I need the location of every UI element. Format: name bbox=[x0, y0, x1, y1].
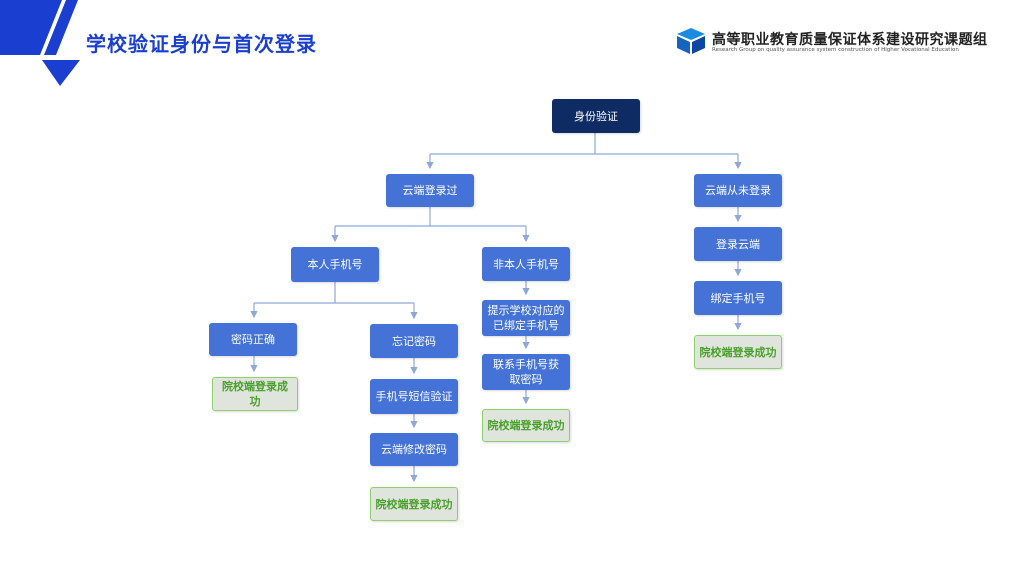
node-identity-verification: 身份验证 bbox=[552, 99, 640, 133]
node-forgot-password: 忘记密码 bbox=[370, 324, 458, 358]
node-login-cloud: 登录云端 bbox=[694, 227, 782, 261]
page-title: 学校验证身份与首次登录 bbox=[86, 32, 317, 56]
node-login-success: 院校端登录成功 bbox=[694, 335, 782, 369]
node-login-success: 院校端登录成功 bbox=[212, 377, 298, 411]
node-cloud-change-password: 云端修改密码 bbox=[370, 433, 458, 466]
node-cloud-logged-in: 云端登录过 bbox=[386, 174, 474, 207]
node-bind-phone: 绑定手机号 bbox=[694, 281, 782, 315]
node-hint-bound-phone: 提示学校对应的 已绑定手机号 bbox=[482, 300, 570, 336]
node-hint-line1: 提示学校对应的 bbox=[487, 304, 565, 317]
node-hint-line2: 已绑定手机号 bbox=[493, 319, 559, 332]
corner-decoration bbox=[0, 0, 80, 86]
node-login-success: 院校端登录成功 bbox=[482, 409, 570, 442]
org-name: 高等职业教育质量保证体系建设研究课题组 bbox=[712, 32, 988, 48]
node-contact-line2: 取密码 bbox=[509, 373, 543, 386]
cube-logo-icon bbox=[677, 28, 705, 54]
node-login-success: 院校端登录成功 bbox=[370, 487, 458, 521]
node-not-own-phone: 非本人手机号 bbox=[482, 247, 570, 281]
node-sms-verification: 手机号短信验证 bbox=[370, 379, 458, 414]
node-own-phone: 本人手机号 bbox=[291, 247, 379, 282]
node-contact-for-password: 联系手机号获 取密码 bbox=[482, 354, 570, 390]
node-cloud-never-logged: 云端从未登录 bbox=[694, 174, 782, 207]
node-password-correct: 密码正确 bbox=[209, 323, 297, 356]
node-contact-line1: 联系手机号获 bbox=[493, 358, 559, 371]
org-subtitle: Research Group on quality assurance syst… bbox=[712, 47, 959, 53]
